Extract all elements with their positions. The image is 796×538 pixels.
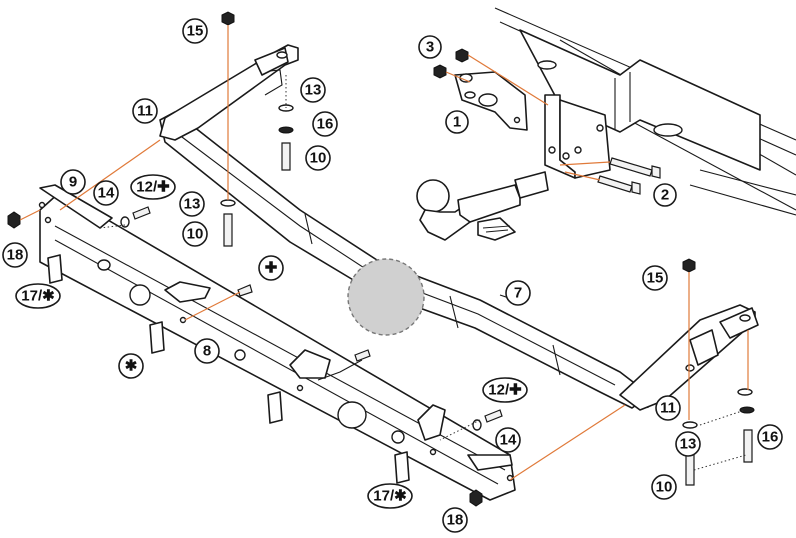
callout-14-right: 14 — [495, 427, 521, 453]
svg-text:✚: ✚ — [265, 260, 278, 277]
chassis-hole — [653, 123, 683, 137]
callout-star: ✱ — [118, 353, 144, 379]
callout-11-right: 11 — [655, 395, 681, 421]
callout-10-top: 10 — [305, 145, 331, 171]
callout-18-right: 18 — [442, 507, 468, 533]
svg-text:1: 1 — [453, 114, 461, 131]
svg-text:13: 13 — [680, 436, 697, 453]
svg-text:12/✚: 12/✚ — [136, 179, 170, 196]
callout-17-right: 17/✱ — [367, 483, 413, 509]
callout-14-left: 14 — [93, 180, 119, 206]
svg-text:3: 3 — [426, 39, 434, 56]
callout-plus: ✚ — [258, 255, 284, 281]
svg-text:15: 15 — [647, 270, 664, 287]
callout-10-right: 10 — [651, 474, 677, 500]
part-2-bolts — [559, 157, 661, 195]
callout-16-right: 16 — [757, 424, 783, 450]
callout-12-right: 12/✚ — [482, 377, 528, 403]
svg-text:18: 18 — [447, 512, 464, 529]
callout-2: 2 — [653, 183, 677, 207]
callout-9: 9 — [60, 169, 86, 195]
svg-text:14: 14 — [500, 432, 517, 449]
svg-text:2: 2 — [661, 187, 669, 204]
callout-17-left: 17/✱ — [15, 283, 61, 309]
wire-harness — [237, 284, 371, 381]
svg-text:✱: ✱ — [125, 358, 138, 375]
placeholder-circle — [347, 258, 425, 336]
tow-ball-neck — [416, 171, 549, 241]
clip-plates — [47, 254, 410, 484]
svg-text:7: 7 — [514, 285, 522, 302]
callout-3: 3 — [418, 35, 442, 59]
svg-text:17/✱: 17/✱ — [21, 288, 55, 305]
callouts: 15 3 13 11 1 16 10 9 14 12/✚ 2 13 10 18 … — [2, 18, 783, 533]
leader-lines — [19, 25, 749, 481]
svg-text:10: 10 — [187, 226, 204, 243]
part-3-nuts — [433, 48, 549, 106]
svg-text:11: 11 — [660, 400, 676, 417]
svg-text:8: 8 — [203, 343, 211, 360]
svg-text:14: 14 — [98, 185, 115, 202]
callout-11-left: 11 — [132, 98, 158, 124]
svg-text:11: 11 — [137, 103, 153, 120]
callout-18-left: 18 — [2, 242, 28, 268]
svg-text:13: 13 — [305, 82, 322, 99]
svg-text:15: 15 — [187, 23, 204, 40]
callout-12-left: 12/✚ — [130, 174, 176, 200]
svg-text:18: 18 — [7, 247, 24, 264]
part-8-front-beam — [38, 184, 516, 501]
svg-text:13: 13 — [184, 196, 201, 213]
callout-7: 7 — [505, 280, 531, 306]
svg-text:9: 9 — [69, 174, 77, 191]
chassis-hole — [537, 60, 557, 70]
svg-text:10: 10 — [310, 150, 327, 167]
svg-text:10: 10 — [656, 479, 673, 496]
svg-text:16: 16 — [317, 116, 334, 133]
callout-13-right: 13 — [675, 431, 701, 457]
callout-16-top: 16 — [312, 111, 338, 137]
svg-text:12/✚: 12/✚ — [488, 382, 522, 399]
svg-text:17/✱: 17/✱ — [373, 488, 407, 505]
vehicle-chassis-rail — [494, 7, 796, 216]
callout-1: 1 — [445, 110, 469, 134]
callout-13-mid: 13 — [179, 191, 205, 217]
tow-ball — [416, 179, 450, 213]
svg-text:16: 16 — [762, 429, 779, 446]
callout-15-right: 15 — [642, 265, 668, 291]
fasteners — [7, 11, 755, 507]
callout-8: 8 — [194, 338, 220, 364]
part-7-crossbar — [159, 44, 759, 411]
callout-15-top: 15 — [182, 18, 208, 44]
part-1-mounting-plate — [454, 71, 528, 131]
callout-10-mid: 10 — [182, 221, 208, 247]
callout-13-top: 13 — [300, 77, 326, 103]
